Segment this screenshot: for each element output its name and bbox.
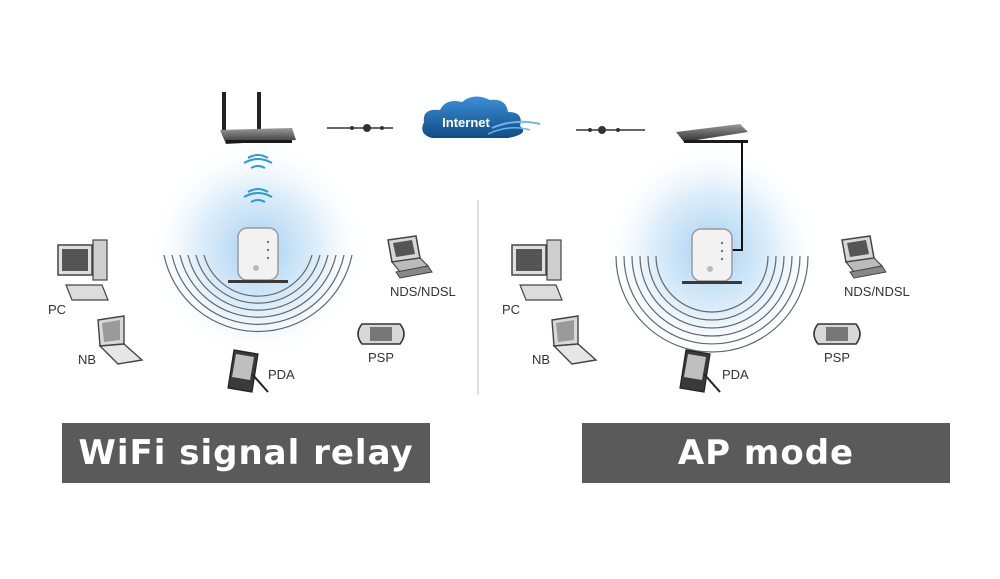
- psp-icon: [357, 323, 405, 345]
- wifi-relay-banner: WiFi signal relay: [62, 423, 430, 483]
- nds-label: NDS/NDSL: [390, 284, 456, 299]
- wifi-waves-icon: [243, 154, 273, 203]
- signal-rings: [615, 255, 809, 353]
- psp-label: PSP: [824, 350, 851, 365]
- pc-icon: [511, 239, 563, 301]
- pda-icon: [227, 349, 269, 393]
- psp-label: PSP: [368, 350, 395, 365]
- pda-label: PDA: [722, 367, 749, 382]
- laptop-icon: [551, 315, 598, 365]
- cloud-label: Internet: [442, 115, 490, 130]
- repeater-icon: [682, 228, 742, 284]
- nb-label: NB: [78, 352, 97, 367]
- nds-icon: [841, 235, 887, 279]
- right-panel: [511, 124, 887, 393]
- repeater-icon: [228, 227, 288, 283]
- nds-icon: [387, 235, 433, 279]
- psp-icon: [813, 323, 861, 345]
- signal-rings: [163, 254, 353, 333]
- link-router-internet: [327, 124, 393, 132]
- nb-label: NB: [532, 352, 551, 367]
- nds-label: NDS/NDSL: [844, 284, 910, 299]
- router-icon: [220, 92, 296, 144]
- pc-label: PC: [502, 302, 521, 317]
- pc-label: PC: [48, 302, 67, 317]
- pda-label: PDA: [268, 367, 295, 382]
- router-icon: [676, 124, 748, 143]
- pda-icon: [679, 349, 721, 393]
- left-panel: [57, 92, 433, 393]
- cloud-icon: [422, 96, 541, 138]
- link-internet-router: [576, 126, 645, 134]
- ap-mode-banner: AP mode: [582, 423, 950, 483]
- pc-icon: [57, 239, 109, 301]
- laptop-icon: [97, 315, 144, 365]
